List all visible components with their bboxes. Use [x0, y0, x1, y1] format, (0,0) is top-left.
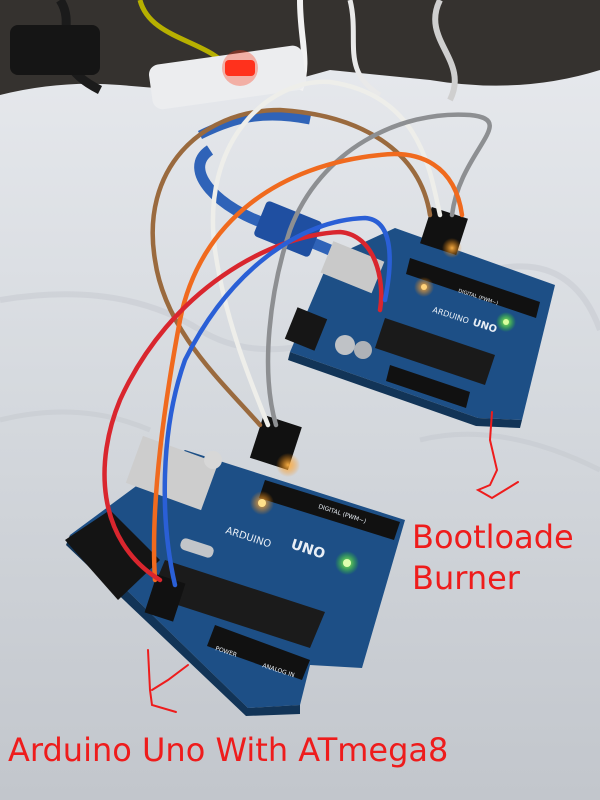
power-header: [386, 365, 470, 408]
wire-red: [102, 229, 384, 583]
cable: [347, 0, 382, 98]
capacitor: [335, 335, 355, 355]
wire-gray: [265, 112, 492, 428]
capacitor: [354, 341, 372, 359]
status-led-orange: [421, 284, 427, 290]
cloth-fold: [419, 431, 600, 473]
black-adapter: [10, 25, 100, 75]
reset-button: [204, 451, 222, 469]
annotation-arrows: [147, 411, 519, 713]
wire-white: [210, 79, 443, 428]
power-header: [207, 625, 310, 680]
crystal: [180, 538, 214, 558]
power-strip: [148, 45, 307, 110]
power-switch-icon: [225, 60, 255, 76]
wire-orange: [151, 151, 465, 583]
status-led-orange: [258, 499, 266, 507]
cable: [432, 0, 458, 102]
jumper-wires: [102, 79, 492, 588]
power-jack: [65, 510, 160, 600]
power-jack: [284, 307, 328, 351]
bootloader-label-line2: Burner: [412, 559, 520, 597]
connector-glow: [442, 238, 462, 258]
atmega-chip: [375, 318, 495, 385]
digital-header: [406, 258, 540, 318]
target-board-label: Arduino Uno With ATmega8: [8, 731, 449, 769]
digital-header: [259, 480, 400, 540]
arduino-uno-back-board: ARDUINO UNO DIGITAL (PWM~): [284, 207, 555, 428]
switch-glow: [222, 50, 258, 86]
bootloader-label-line1: Bootloade: [412, 518, 574, 556]
usb-jack: [125, 435, 219, 511]
cloth-fold: [0, 409, 151, 433]
power-led-green: [343, 559, 351, 567]
power-led-green: [503, 319, 509, 325]
usb-jack: [320, 241, 385, 294]
arrow-to-target: [147, 649, 189, 713]
wire-blue: [162, 215, 392, 588]
board-edge: [288, 352, 522, 428]
connector-glow: [276, 453, 300, 477]
atmega-chip: [150, 560, 325, 648]
arrow-to-burner: [475, 411, 519, 500]
